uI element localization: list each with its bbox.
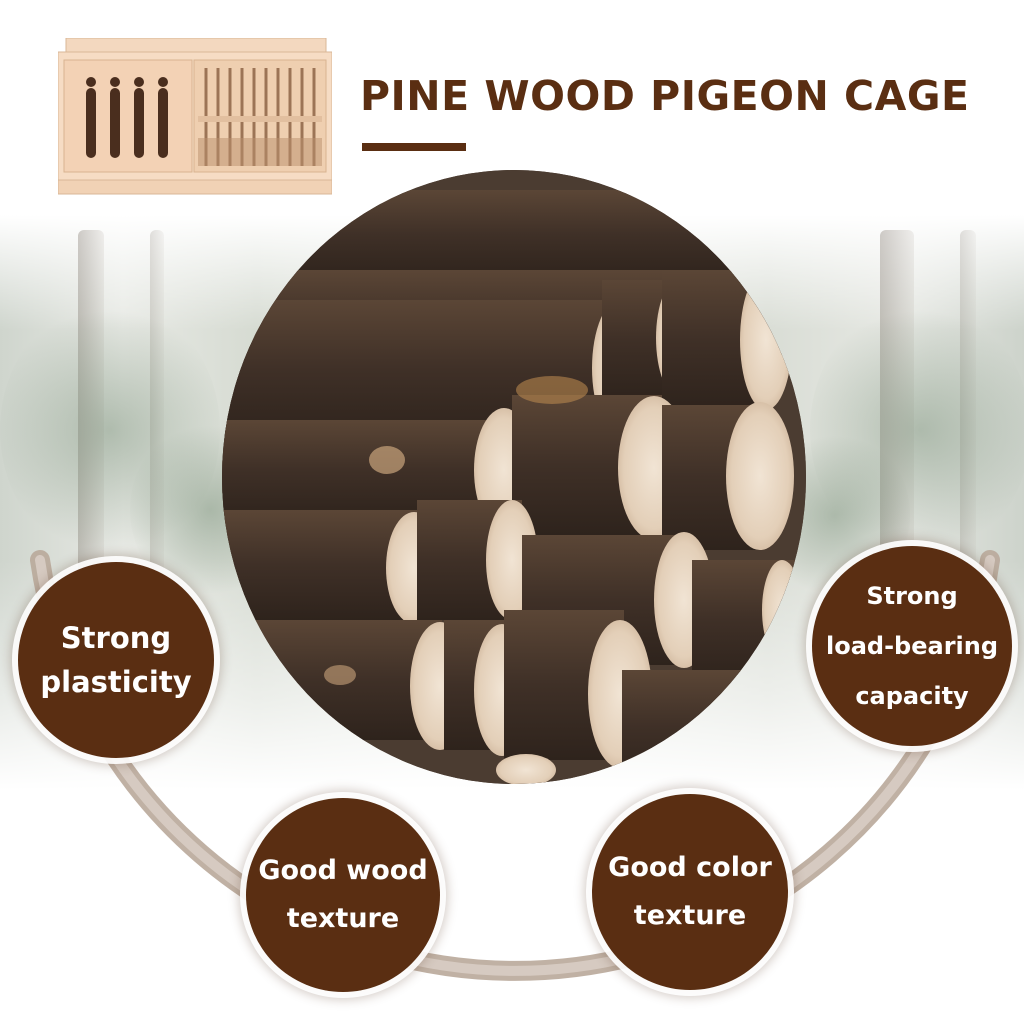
feature-label: capacity	[855, 682, 969, 710]
feature-good-wood-texture: Good wood texture	[246, 798, 440, 992]
feature-label: Strong	[866, 582, 958, 610]
feature-label: texture	[633, 900, 747, 931]
pigeon-cage-icon	[58, 38, 332, 195]
title-underline	[362, 143, 466, 151]
feature-label: texture	[286, 903, 400, 934]
pine-logs-photo	[222, 170, 806, 784]
feature-label: load-bearing	[825, 632, 999, 660]
feature-strong-plasticity: Strong plasticity	[18, 562, 214, 758]
page-title: PINE WOOD PIGEON CAGE	[360, 72, 970, 120]
feature-label: Good wood	[258, 855, 428, 886]
feature-good-color-texture: Good color texture	[592, 794, 788, 990]
foliage	[0, 300, 220, 560]
feature-strong-load-bearing-capacity: Strong load-bearing capacity	[812, 546, 1012, 746]
feature-label: Strong	[60, 621, 172, 655]
foliage	[810, 300, 1024, 560]
feature-label: Good color	[608, 852, 772, 883]
feature-label: plasticity	[40, 665, 192, 699]
